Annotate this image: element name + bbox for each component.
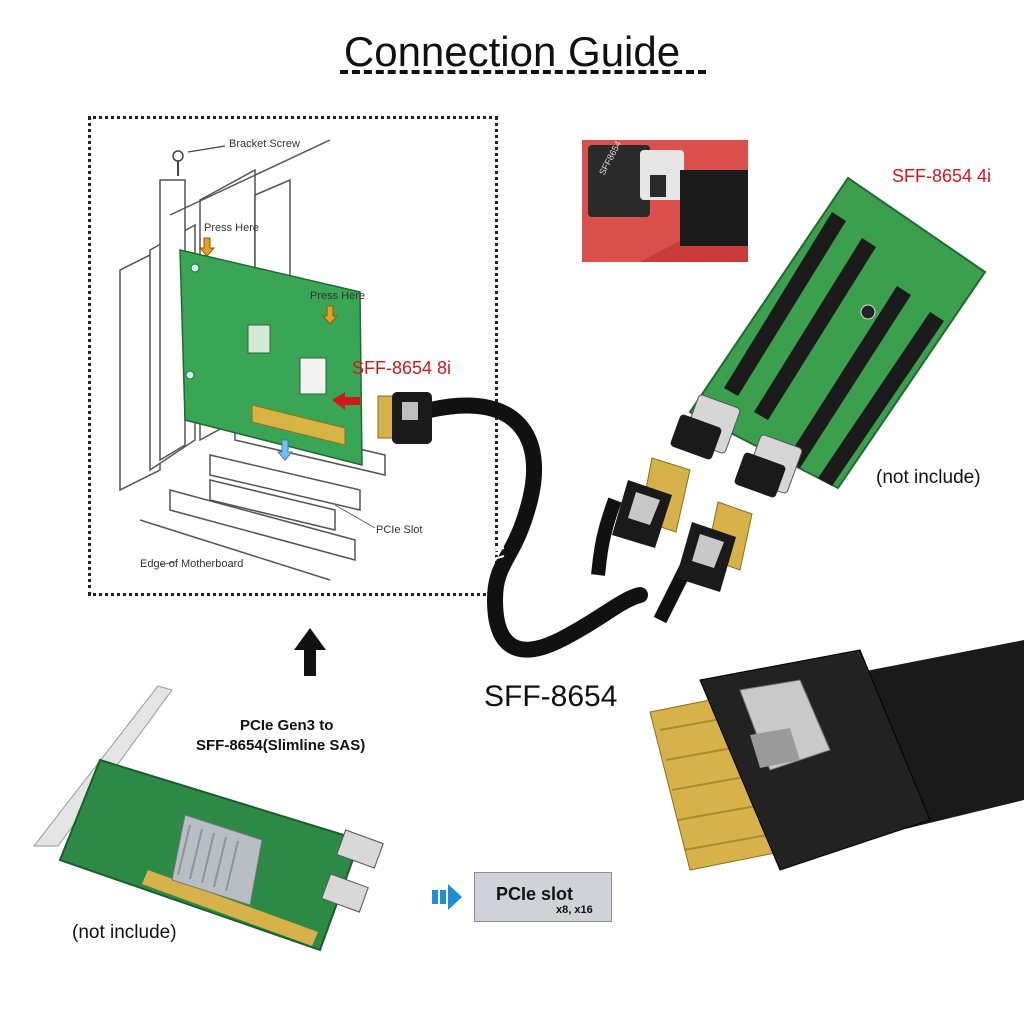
label-leader-lines	[159, 504, 376, 566]
edge-of-motherboard-label: Edge of Motherboard	[140, 558, 244, 570]
slot-badge-title: PCIe slot	[496, 884, 574, 904]
cable-plug-left	[377, 392, 432, 444]
not-include-label-card: (not include)	[72, 922, 177, 943]
blue-arrow-icon	[432, 884, 462, 910]
cable-label: SFF-8654	[484, 680, 618, 713]
pcie-card-photo	[32, 685, 384, 952]
port-4i-label: SFF-8654 4i	[892, 166, 992, 186]
not-include-label-board: (not include)	[876, 467, 981, 488]
cable-plug-split-1	[591, 457, 691, 576]
connector-photo	[582, 140, 748, 262]
port-arrow-icon	[332, 392, 360, 410]
press-here-label-2: Press Here	[310, 290, 366, 302]
pcie-slot-badge	[474, 872, 612, 922]
up-arrow-icon	[294, 628, 326, 676]
press-here-arrows	[198, 237, 339, 325]
card-title-line2: SFF-8654(Slimline SAS)	[196, 737, 366, 754]
sff-8654-4i-board	[670, 176, 987, 498]
card-title-line1: PCIe Gen3 to	[240, 717, 334, 734]
adapter-card-drawing	[179, 249, 363, 466]
connector-closeup	[649, 640, 1024, 871]
main-cable	[422, 397, 648, 658]
title-underline	[340, 70, 706, 74]
press-here-label-1: Press Here	[204, 222, 260, 234]
cable-plug-split-2	[653, 501, 753, 624]
bracket-screw-label: Bracket Screw	[229, 138, 300, 150]
insert-arrow-blue	[276, 439, 294, 461]
install-diagram-frame	[88, 116, 498, 596]
port-8i-label: SFF-8654 8i	[352, 358, 452, 378]
page-title: Connection Guide	[343, 28, 681, 75]
bracket-screw-icon	[172, 145, 226, 176]
slot-badge-sub: x8, x16	[556, 904, 593, 916]
pcie-slot-label: PCIe Slot	[376, 524, 423, 536]
cable-break-mark	[489, 547, 505, 561]
